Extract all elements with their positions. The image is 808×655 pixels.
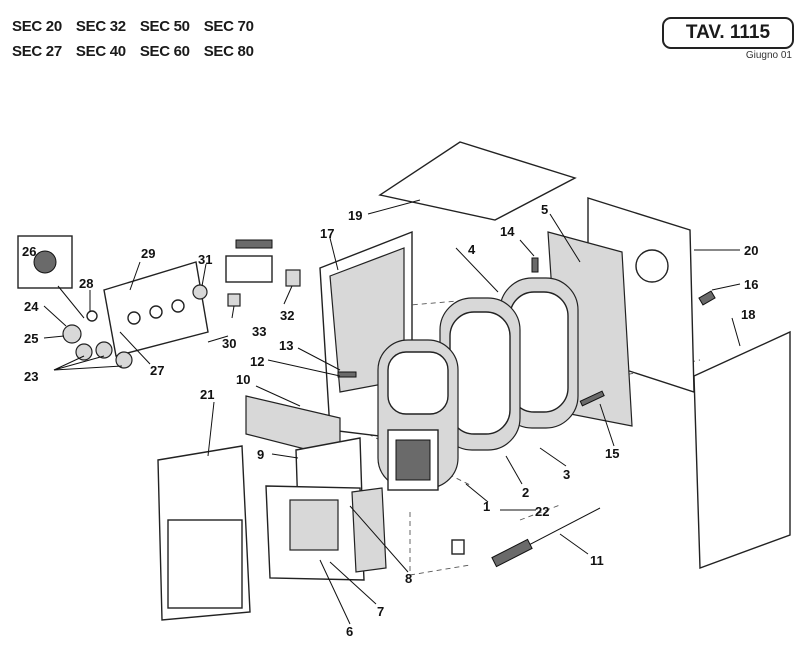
model-label: SEC 80	[203, 43, 254, 60]
bolt-icon	[337, 371, 357, 378]
callout-6: 6	[346, 624, 353, 639]
callout-17: 17	[320, 226, 334, 241]
callout-20: 20	[744, 243, 758, 258]
door-inspection-area	[289, 499, 339, 551]
table-reference-text: TAV. 1115	[685, 22, 771, 43]
callout-7: 7	[377, 604, 384, 619]
knob-icon	[75, 343, 93, 361]
callout-29: 29	[141, 246, 155, 261]
tie-rod-icon	[579, 390, 605, 407]
callout-31: 31	[198, 252, 212, 267]
callout-13: 13	[279, 338, 293, 353]
callout-3: 3	[563, 467, 570, 482]
callout-25: 25	[24, 331, 38, 346]
callout-5: 5	[541, 202, 548, 217]
callout-32: 32	[280, 308, 294, 323]
callout-33: 33	[252, 324, 266, 339]
callout-22: 22	[535, 504, 549, 519]
callout-labels: 1 2 3 4 5 6 7 8 9 10 11 12 13 14 15 16 1…	[22, 202, 758, 639]
plug-icon	[451, 539, 465, 555]
knob-icon	[95, 341, 113, 359]
connector-icon	[285, 269, 301, 287]
model-label: SEC 27	[12, 43, 62, 60]
cleaning-brush-icon	[491, 538, 533, 568]
small-switch-icon	[192, 284, 208, 300]
model-label: SEC 32	[75, 18, 126, 35]
flue-opening	[635, 249, 669, 283]
callout-9: 9	[257, 447, 264, 462]
boiler-sections	[377, 277, 579, 491]
callout-27: 27	[150, 363, 164, 378]
pin-icon	[531, 257, 539, 273]
callout-2: 2	[522, 485, 529, 500]
knob-icon	[62, 324, 82, 344]
callout-30: 30	[222, 336, 236, 351]
terminal-block	[225, 255, 273, 283]
callout-24: 24	[24, 299, 39, 314]
thermostat-inset-frame	[17, 235, 73, 289]
callout-23: 23	[24, 369, 38, 384]
callout-leader-lines	[43, 199, 741, 625]
gasket-ring-icon	[86, 310, 98, 322]
callout-1: 1	[483, 499, 490, 514]
callout-4: 4	[468, 242, 476, 257]
callout-14: 14	[500, 224, 515, 239]
callout-16: 16	[744, 277, 758, 292]
callout-11: 11	[590, 553, 604, 568]
knob-icon	[115, 351, 133, 369]
callout-19: 19	[348, 208, 362, 223]
table-reference-badge: TAV. 1115	[662, 17, 794, 49]
door-insulation	[351, 487, 387, 573]
model-label: SEC 60	[139, 43, 190, 60]
spring-icon	[698, 290, 716, 306]
callout-8: 8	[405, 571, 412, 586]
model-label: SEC 70	[203, 18, 254, 35]
model-label: SEC 40	[75, 43, 126, 60]
relay-icon	[227, 293, 241, 307]
callout-18: 18	[741, 307, 755, 322]
callout-12: 12	[250, 354, 264, 369]
callout-26: 26	[22, 244, 36, 259]
callout-10: 10	[236, 372, 250, 387]
front-panel-inner-plate	[167, 519, 243, 609]
terminal-strip	[235, 239, 273, 249]
top-cover-panel	[378, 141, 577, 221]
thermostat-icon	[33, 250, 57, 274]
model-list: SEC 20 SEC 32 SEC 50 SEC 70 SEC 27 SEC 4…	[12, 18, 254, 60]
callout-28: 28	[79, 276, 93, 291]
callout-15: 15	[605, 446, 619, 461]
right-side-panel	[693, 330, 791, 569]
revision-date: Giugno 01	[745, 50, 792, 61]
model-label: SEC 50	[139, 18, 190, 35]
callout-21: 21	[200, 387, 214, 402]
model-label: SEC 20	[12, 18, 62, 35]
